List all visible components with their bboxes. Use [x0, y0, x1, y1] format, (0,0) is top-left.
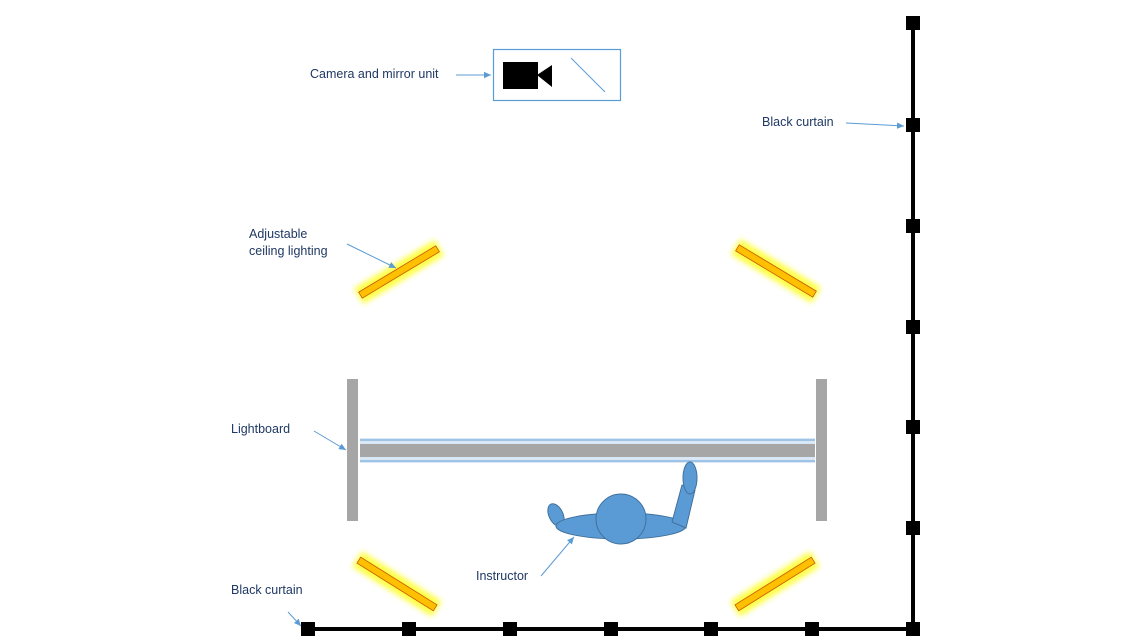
callout-arrows — [287, 71, 905, 627]
instructor-label: Instructor — [476, 569, 529, 583]
ceiling-lighting-label-line2: ceiling lighting — [249, 244, 328, 258]
ceiling-lighting-label: Adjustable ceiling lighting — [249, 226, 328, 260]
instructor-head — [595, 493, 647, 545]
ceiling-lighting-arrow — [346, 243, 397, 269]
camera-unit-label: Camera and mirror unit — [310, 67, 439, 81]
ceiling-light-top-left — [354, 240, 444, 304]
curtain-post — [805, 622, 819, 636]
person-topdown-icon — [547, 461, 698, 545]
lightboard-stand-right — [816, 379, 827, 521]
curtain-post — [906, 420, 920, 434]
instructor-right-hand — [682, 461, 698, 495]
lightboard-panel — [360, 444, 815, 457]
curtain-post — [906, 118, 920, 132]
black-curtain-side — [906, 16, 920, 630]
camera-mirror-unit — [492, 48, 622, 102]
curtain-post — [906, 320, 920, 334]
black-curtain-bottom-label: Black curtain — [231, 583, 303, 597]
ceiling-lighting-label-line1: Adjustable — [249, 227, 308, 241]
curtain-post — [906, 521, 920, 535]
ceiling-light-bottom-left — [352, 551, 442, 617]
curtain-post — [503, 622, 517, 636]
ceiling-light-bottom-right — [730, 551, 820, 617]
curtain-post — [402, 622, 416, 636]
curtain-post — [906, 219, 920, 233]
lightboard-arrow — [313, 430, 347, 451]
lightboard-stand-left — [347, 379, 358, 521]
curtain-side-arrow — [845, 122, 905, 129]
instructor-arrow — [540, 536, 575, 577]
black-curtain-side-label: Black curtain — [762, 115, 834, 129]
curtain-post — [301, 622, 315, 636]
mirror-line — [570, 57, 606, 93]
curtain-bottom-arrow — [287, 611, 302, 627]
video-camera-icon — [503, 62, 552, 89]
curtain-post — [604, 622, 618, 636]
black-curtain-bottom — [301, 622, 920, 636]
lightboard — [347, 379, 827, 521]
curtain-post — [906, 16, 920, 30]
ceiling-light-top-right — [731, 239, 821, 303]
curtain-post — [704, 622, 718, 636]
curtain-post — [906, 622, 920, 636]
lightboard-label: Lightboard — [231, 422, 291, 436]
